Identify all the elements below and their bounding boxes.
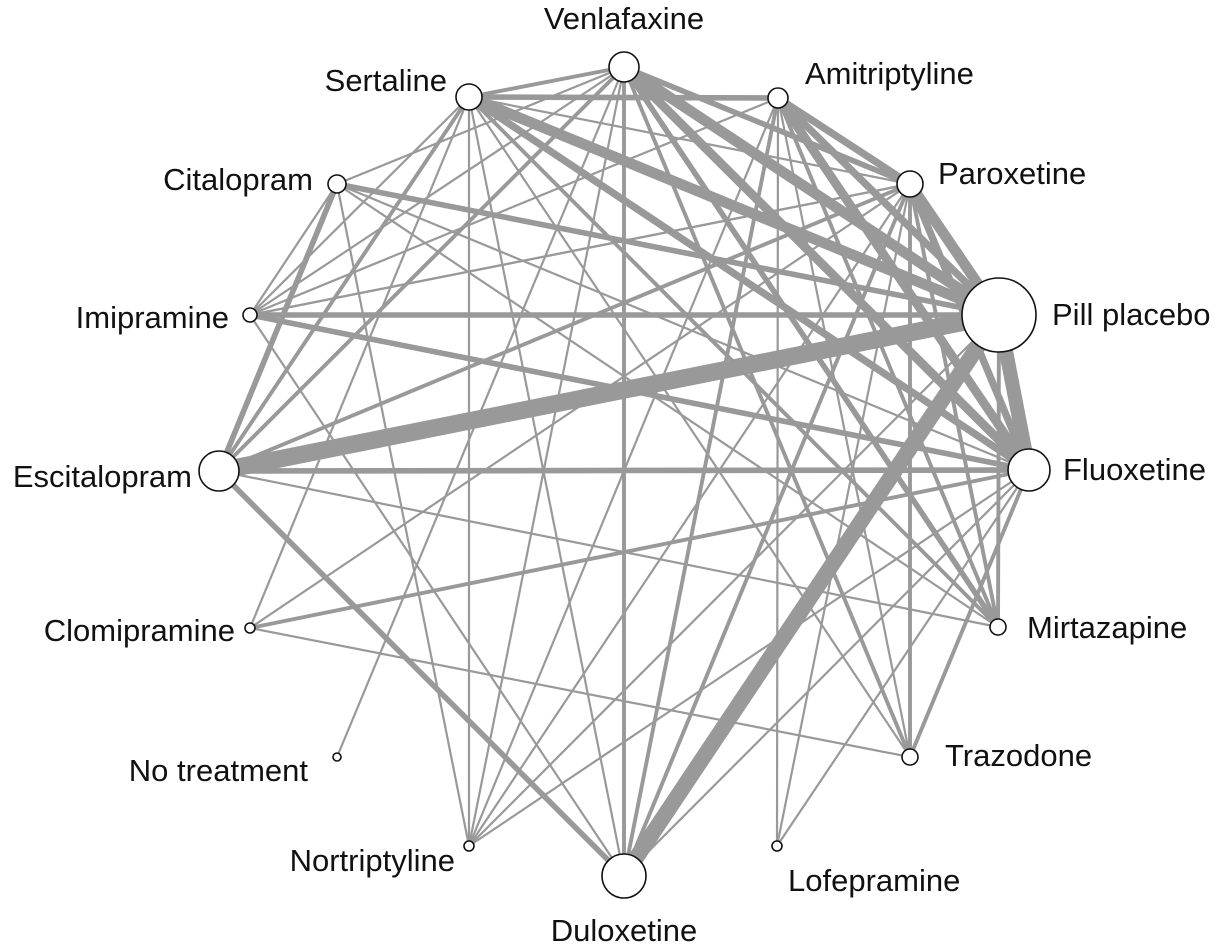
edge-amitriptyline-trazodone bbox=[776, 97, 912, 758]
edge-escitalopram-duloxetine bbox=[217, 469, 626, 878]
node-pill-placebo bbox=[961, 277, 1037, 353]
node-mirtazapine bbox=[989, 618, 1007, 636]
edge-duloxetine-amitriptyline bbox=[622, 97, 780, 877]
edge-paroxetine-imipramine bbox=[249, 182, 911, 317]
edge-fluoxetine-duloxetine bbox=[623, 469, 1030, 877]
edge-mirtazapine-escitalopram bbox=[218, 469, 999, 629]
node-clomipramine bbox=[244, 622, 256, 634]
label-amitriptyline: Amitriptyline bbox=[805, 56, 974, 91]
edge-citalopram-nortriptyline bbox=[335, 183, 471, 847]
edge-layer bbox=[216, 62, 1036, 881]
edge-amitriptyline-pill_placebo bbox=[775, 95, 1002, 318]
label-lofepramine: Lofepramine bbox=[788, 863, 960, 898]
node-no-treatment bbox=[332, 752, 342, 762]
edge-fluoxetine-lofepramine bbox=[776, 469, 1030, 847]
edge-sertaline-venlafaxine bbox=[468, 65, 625, 99]
node-paroxetine bbox=[896, 170, 924, 198]
label-no-treatment: No treatment bbox=[129, 753, 309, 788]
label-escitalopram: Escitalopram bbox=[13, 459, 192, 494]
edge-sertaline-duloxetine bbox=[467, 96, 626, 877]
node-layer bbox=[198, 51, 1051, 899]
node-escitalopram bbox=[198, 450, 240, 492]
edge-venlafaxine-fluoxetine bbox=[620, 63, 1033, 474]
edge-clomipramine-fluoxetine bbox=[249, 468, 1030, 630]
node-sertaline bbox=[455, 83, 483, 111]
node-duloxetine bbox=[601, 853, 647, 899]
label-trazodone: Trazodone bbox=[945, 738, 1092, 773]
node-nortriptyline bbox=[463, 840, 475, 852]
node-lofepramine bbox=[771, 840, 783, 852]
node-venlafaxine bbox=[608, 51, 640, 83]
edge-sertaline-pill_placebo bbox=[466, 92, 1002, 320]
edge-citalopram-escitalopram bbox=[216, 182, 340, 473]
label-fluoxetine: Fluoxetine bbox=[1063, 452, 1206, 487]
edge-clomipramine-trazodone bbox=[249, 626, 911, 759]
label-citalopram: Citalopram bbox=[163, 162, 313, 197]
node-fluoxetine bbox=[1007, 448, 1051, 492]
edge-mirtazapine-paroxetine bbox=[908, 183, 1000, 628]
node-citalopram bbox=[327, 174, 347, 194]
edge-sertaline-amitriptyline bbox=[468, 94, 779, 101]
edge-venlafaxine-nortriptyline bbox=[467, 66, 626, 847]
label-pill-placebo: Pill placebo bbox=[1052, 297, 1211, 332]
edge-duloxetine-pill_placebo bbox=[617, 310, 1006, 881]
label-imipramine: Imipramine bbox=[76, 300, 229, 335]
edge-citalopram-pill_placebo bbox=[336, 181, 1000, 318]
edge-venlafaxine-pill_placebo bbox=[621, 62, 1002, 320]
edge-amitriptyline-paroxetine bbox=[776, 94, 912, 188]
node-imipramine bbox=[242, 307, 258, 323]
edge-imipramine-sertaline bbox=[249, 96, 470, 316]
edge-trazodone-fluoxetine bbox=[908, 469, 1031, 758]
edge-mirtazapine-amitriptyline bbox=[776, 97, 1000, 628]
label-clomipramine: Clomipramine bbox=[44, 613, 235, 648]
edge-escitalopram-pill_placebo bbox=[217, 306, 1001, 480]
edge-citalopram-venlafaxine bbox=[336, 65, 625, 186]
edge-venlafaxine-paroxetine bbox=[622, 64, 912, 187]
label-paroxetine: Paroxetine bbox=[938, 156, 1086, 191]
edge-escitalopram-fluoxetine bbox=[218, 467, 1030, 474]
edge-citalopram-mirtazapine bbox=[336, 183, 999, 628]
edge-imipramine-citalopram bbox=[249, 183, 338, 316]
edge-imipramine-venlafaxine bbox=[249, 66, 625, 316]
label-mirtazapine: Mirtazapine bbox=[1027, 610, 1187, 645]
label-sertaline: Sertaline bbox=[325, 63, 447, 98]
edge-amitriptyline-fluoxetine bbox=[774, 95, 1033, 473]
label-nortriptyline: Nortriptyline bbox=[290, 843, 455, 878]
edge-sertaline-paroxetine bbox=[468, 95, 911, 186]
edge-escitalopram-sertaline bbox=[217, 95, 471, 473]
edge-paroxetine-nortriptyline bbox=[468, 183, 911, 847]
label-venlafaxine: Venlafaxine bbox=[544, 1, 704, 36]
edge-sertaline-trazodone bbox=[468, 96, 911, 758]
node-trazodone bbox=[901, 748, 919, 766]
node-amitriptyline bbox=[767, 87, 789, 109]
label-duloxetine: Duloxetine bbox=[551, 913, 697, 946]
